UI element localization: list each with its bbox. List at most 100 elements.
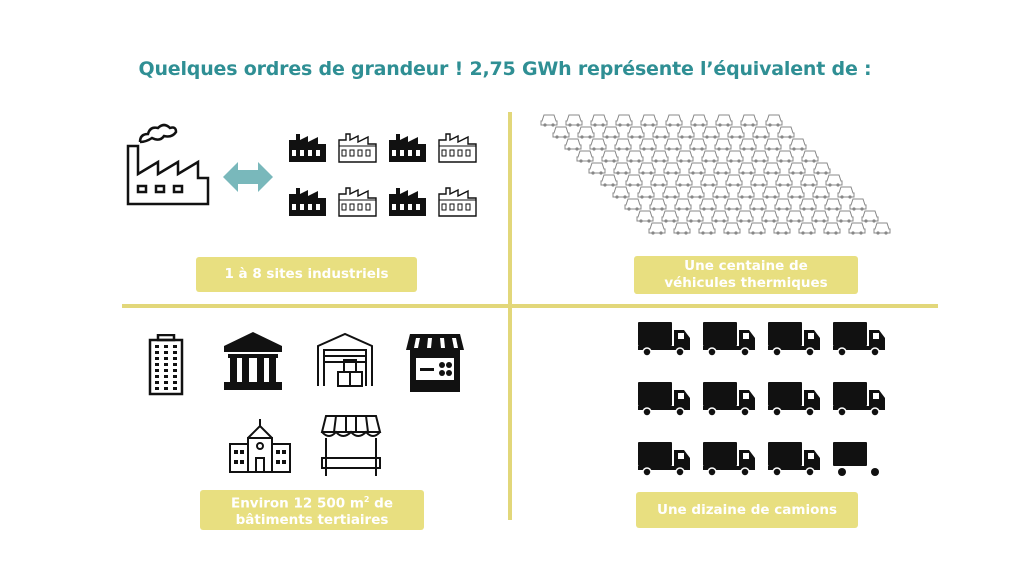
bank-icon [224,332,282,390]
car-icon [776,150,794,163]
truck-icon [833,442,879,476]
car-icon [813,162,831,175]
car-icon [650,174,668,187]
car-icon [739,138,757,151]
car-icon [764,138,782,151]
truck-icon [768,442,820,477]
car-icon [673,222,691,235]
factory-small-icon [289,134,326,162]
car-icon [625,174,643,187]
car-icon [789,138,807,151]
buildings-label: Environ 12 500 m2 de bâtiments tertiaire… [200,490,424,530]
school-icon [229,419,291,473]
car-icon [564,138,582,151]
car-icon [626,150,644,163]
car-icon [774,198,792,211]
car-icon [590,114,608,127]
car-icon [740,114,758,127]
car-icon [588,162,606,175]
car-icon [765,114,783,127]
car-icon [837,186,855,199]
car-icon [600,174,618,187]
truck-icon [703,382,755,417]
car-icon [648,222,666,235]
car-icon [823,222,841,235]
car-icon [651,150,669,163]
car-icon [627,126,645,139]
car-icon [576,150,594,163]
car-icon [752,126,770,139]
car-icon [649,198,667,211]
car-icon [748,222,766,235]
car-icon [614,138,632,151]
car-icon [689,138,707,151]
trucks-label: Une dizaine de camions [636,492,858,528]
car-icon [737,186,755,199]
car-icon [800,174,818,187]
car-icon [713,162,731,175]
buildings-label-line1: Environ 12 500 m2 de [230,494,394,512]
car-icon [690,114,708,127]
truck-icon [703,322,755,357]
car-icon [540,114,558,127]
car-icon [727,126,745,139]
car-icon [636,210,654,223]
car-icon [686,210,704,223]
vehicles-label-line1: Une centaine de [684,258,808,274]
car-icon [688,162,706,175]
factory-small-icon [389,134,426,162]
car-icon [552,126,570,139]
car-icon [711,210,729,223]
double-arrow-icon [223,162,273,192]
car-icon [663,162,681,175]
truck-icon [833,322,885,357]
truck-icon [703,442,755,477]
truck-grid [638,322,885,477]
car-icon [602,126,620,139]
warehouse-icon [317,332,373,387]
car-icon [715,114,733,127]
car-icon [698,222,716,235]
factory-small-icon [338,133,377,163]
car-icon [638,162,656,175]
factory-icon [126,123,210,206]
vehicles-label: Une centaine de véhicules thermiques [634,256,858,294]
car-icon [674,198,692,211]
car-icon [836,210,854,223]
car-icon [787,186,805,199]
car-icon [601,150,619,163]
car-icon [699,198,717,211]
car-icon [750,174,768,187]
car-grid [540,114,891,235]
buildings-label-line2: bâtiments tertiaires [235,512,389,529]
car-icon [664,138,682,151]
car-icon [624,198,642,211]
car-icon [812,186,830,199]
car-icon [777,126,795,139]
car-icon [786,210,804,223]
car-icon [565,114,583,127]
truck-icon [768,382,820,417]
car-icon [577,126,595,139]
car-icon [749,198,767,211]
car-icon [662,186,680,199]
car-icon [677,126,695,139]
truck-icon [768,322,820,357]
car-icon [798,222,816,235]
car-icon [761,210,779,223]
car-icon [637,186,655,199]
truck-icon [638,442,690,477]
car-icon [824,198,842,211]
car-icon [612,186,630,199]
car-icon [640,114,658,127]
page-title: Quelques ordres de grandeur ! 2,75 GWh r… [138,58,872,80]
car-icon [725,174,743,187]
car-icon [849,198,867,211]
car-icon [788,162,806,175]
car-icon [700,174,718,187]
car-icon [714,138,732,151]
car-icon [736,210,754,223]
car-icon [615,114,633,127]
truck-icon [638,382,690,417]
car-icon [726,150,744,163]
